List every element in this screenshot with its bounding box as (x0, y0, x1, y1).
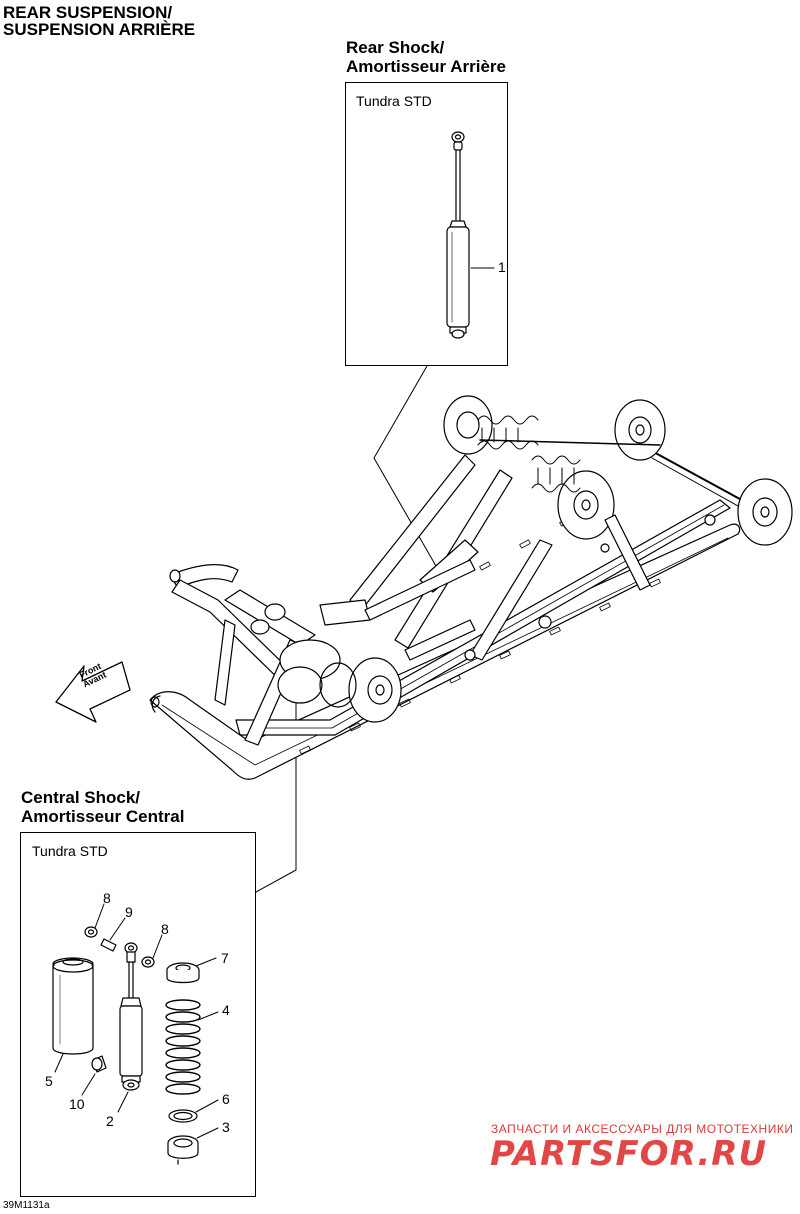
callout-6: 6 (222, 1091, 230, 1107)
suspension-assembly-drawing (149, 395, 793, 780)
drawing-code: 39M1131a (3, 1200, 50, 1211)
front-arrow-icon (55, 661, 131, 723)
rear-shock-drawing (446, 131, 495, 339)
page-title-line2: SUSPENSION ARRIÈRE (3, 20, 196, 39)
callout-2: 2 (106, 1113, 114, 1129)
callout-8b: 8 (161, 921, 169, 937)
watermark-brand: PARTSFOR.RU (490, 1134, 768, 1174)
page-title: REAR SUSPENSION/ SUSPENSION ARRIÈRE (3, 4, 195, 38)
callout-9: 9 (125, 904, 133, 920)
callout-10: 10 (69, 1096, 85, 1112)
callout-3: 3 (222, 1119, 230, 1135)
central-shock-model: Tundra STD (32, 843, 108, 859)
rear-shock-model: Tundra STD (356, 93, 432, 109)
central-shock-header-line2: Amortisseur Central (21, 807, 185, 826)
callout-4: 4 (222, 1002, 230, 1018)
central-shock-header: Central Shock/ Amortisseur Central (21, 788, 184, 826)
callout-7: 7 (221, 950, 229, 966)
rear-shock-header-line1: Rear Shock/ (346, 38, 445, 57)
rear-shock-header-line2: Amortisseur Arrière (346, 57, 506, 76)
watermark-tagline: ЗАПЧАСТИ И АКСЕССУАРЫ ДЛЯ МОТОТЕХНИКИ (491, 1122, 794, 1136)
page-title-line1: REAR SUSPENSION/ (3, 3, 173, 22)
callout-1: 1 (498, 259, 506, 275)
rear-shock-box: Tundra STD (345, 82, 508, 366)
central-shock-header-line1: Central Shock/ (21, 788, 141, 807)
rear-shock-header: Rear Shock/ Amortisseur Arrière (346, 38, 506, 76)
central-shock-box: Tundra STD (20, 832, 256, 1197)
central-shock-parts-drawing (52, 926, 201, 1165)
callout-5: 5 (45, 1073, 53, 1089)
callout-8a: 8 (103, 890, 111, 906)
